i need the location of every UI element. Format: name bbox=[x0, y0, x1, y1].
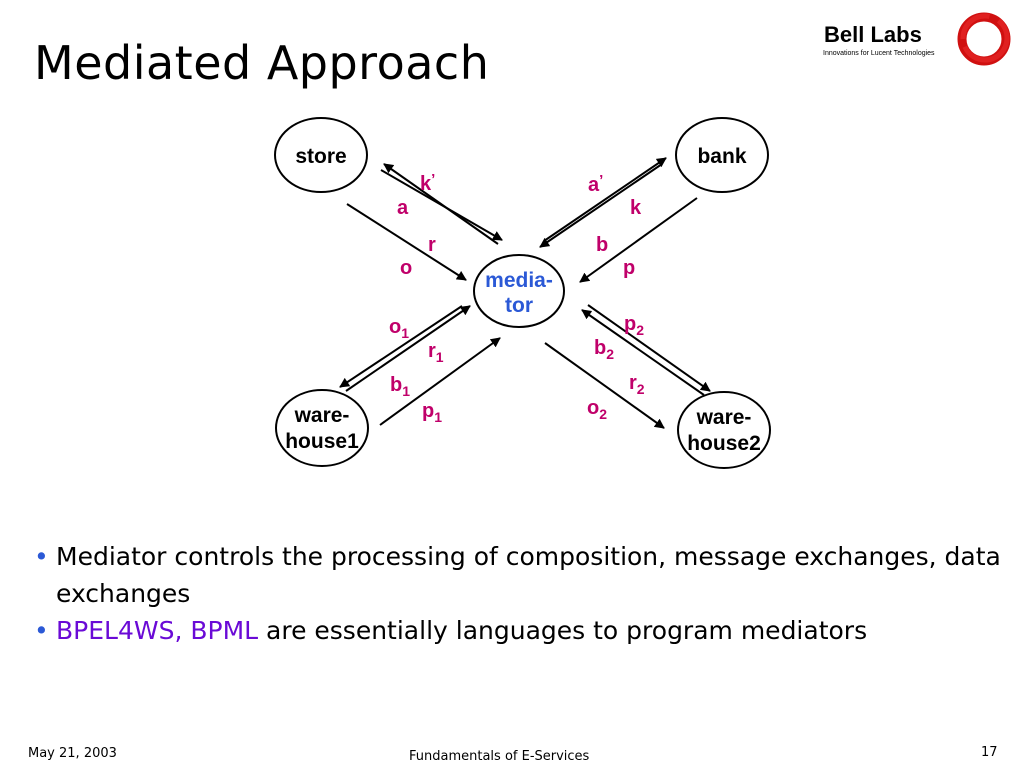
bullet-text: are essentially languages to program med… bbox=[258, 616, 868, 645]
slide-title: Mediated Approach bbox=[34, 36, 490, 90]
bullet-dot-icon: • bbox=[34, 542, 49, 571]
arrow-warehouse2-to-mediator bbox=[581, 309, 705, 396]
msg-o1: o1 bbox=[389, 316, 409, 341]
footer-date: May 21, 2003 bbox=[28, 746, 117, 761]
msg-o: o bbox=[400, 257, 412, 279]
store-node: store bbox=[274, 117, 368, 193]
warehouse2-node: ware- house2 bbox=[677, 391, 771, 469]
arrow-mediator-to-warehouse2-2 bbox=[544, 342, 665, 429]
msg-o2: o2 bbox=[587, 397, 607, 422]
mediator-label-line1: media- bbox=[485, 269, 553, 292]
arrow-store-to-mediator bbox=[380, 169, 503, 241]
arrow-bank-to-mediator bbox=[539, 163, 663, 248]
bank-label: bank bbox=[697, 145, 746, 168]
bell-labs-logo-text: Bell Labs bbox=[824, 22, 922, 47]
bullet-text: Mediator controls the processing of comp… bbox=[56, 542, 1001, 608]
store-label: store bbox=[295, 145, 346, 168]
msg-p2: p2 bbox=[624, 313, 644, 338]
msg-a: a bbox=[397, 197, 409, 219]
msg-b: b bbox=[596, 234, 608, 256]
warehouse2-label-line2: house2 bbox=[687, 432, 761, 455]
warehouse1-label-line1: ware- bbox=[294, 404, 350, 427]
msg-p1: p1 bbox=[422, 400, 442, 425]
bank-node: bank bbox=[675, 117, 769, 193]
bullet-highlight: BPEL4WS, BPML bbox=[56, 616, 259, 645]
arrow-warehouse1-to-mediator-a bbox=[345, 305, 471, 392]
mediator-node: media- tor bbox=[473, 254, 565, 328]
bell-labs-tagline: Innovations for Lucent Technologies bbox=[823, 50, 935, 57]
warehouse2-label-line1: ware- bbox=[696, 406, 752, 429]
msg-b1: b1 bbox=[390, 374, 410, 399]
footer-course: Fundamentals of E-Services bbox=[409, 749, 590, 764]
arrow-bank-to-mediator-2 bbox=[579, 197, 698, 283]
bullet-dot-icon: • bbox=[34, 616, 49, 645]
msg-r2: r2 bbox=[629, 372, 645, 397]
footer-page-number: 17 bbox=[981, 745, 998, 760]
msg-k: k bbox=[630, 197, 642, 219]
msg-a-prime: a’ bbox=[588, 172, 603, 196]
arrow-store-to-mediator-2 bbox=[346, 203, 467, 281]
msg-r: r bbox=[428, 234, 436, 256]
msg-b2: b2 bbox=[594, 337, 614, 362]
bullet-item-mediator: • Mediator controls the processing of co… bbox=[34, 538, 1014, 612]
arrow-mediator-to-bank bbox=[543, 157, 667, 242]
bullet-item-bpel: • BPEL4WS, BPML are essentially language… bbox=[34, 612, 1014, 649]
arrow-mediator-to-warehouse2 bbox=[587, 304, 711, 392]
arrow-mediator-to-warehouse1 bbox=[339, 305, 463, 388]
warehouse1-label-line2: house1 bbox=[285, 430, 359, 453]
mediated-approach-diagram: store bank media- tor ware- house1 ware-… bbox=[274, 117, 771, 469]
msg-r1: r1 bbox=[428, 340, 444, 365]
bullet-list: • Mediator controls the processing of co… bbox=[34, 538, 1014, 649]
msg-p: p bbox=[623, 257, 635, 279]
lucent-ring-icon bbox=[957, 12, 1011, 66]
arrow-warehouse1-to-mediator-b bbox=[379, 337, 501, 426]
msg-k-prime: k’ bbox=[420, 171, 435, 195]
warehouse1-node: ware- house1 bbox=[275, 389, 369, 467]
mediator-label-line2: tor bbox=[505, 294, 533, 317]
